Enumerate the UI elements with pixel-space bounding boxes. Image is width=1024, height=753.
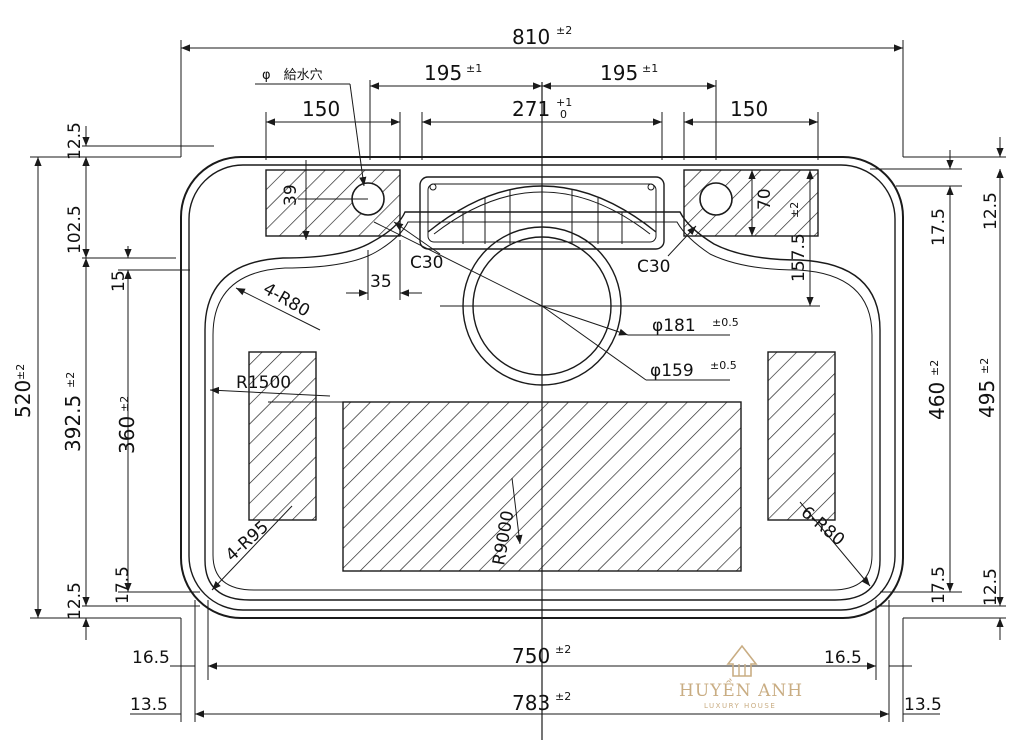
dim-left-bottom-step: 17.5 <box>113 566 133 604</box>
dim-left-total: 520 <box>11 380 35 418</box>
dim-left-step: 15 <box>109 270 129 292</box>
dim-right-top-lip: 12.5 <box>981 192 1001 230</box>
dim-basket-tol-plus: +1 <box>556 96 572 109</box>
dim-bottom-left-edge: 13.5 <box>130 695 168 715</box>
top-dimensions: 810 ±2 φ 給水穴 195 ±1 195 ±1 150 150 271 +… <box>180 24 904 187</box>
drain-outer-tol: ±0.5 <box>712 316 739 329</box>
dim-span-left-tol: ±1 <box>466 62 482 75</box>
side-radius: R1500 <box>236 373 291 393</box>
dim-bottom-right-edge: 13.5 <box>904 695 942 715</box>
dim-bottom-outer: 783 <box>512 691 550 715</box>
dim-left-bowl-tol: ±2 <box>64 372 77 388</box>
left-dimensions: 520 ±2 12.5 102.5 15 392.5 ±2 360 ±2 17.… <box>11 122 214 640</box>
dim-right-pad: 150 <box>730 97 768 121</box>
left-rib <box>248 351 317 521</box>
dim-span-right: 195 <box>600 61 638 85</box>
chamfer-left: C30 <box>410 253 444 273</box>
dim-overall-width: 810 <box>512 25 550 49</box>
watermark-tagline: LUXURY HOUSE <box>704 702 776 710</box>
dim-pad-height-right: 70 <box>755 188 775 210</box>
dim-offset: 35 <box>370 272 392 292</box>
dim-bottom-left-gap: 16.5 <box>132 648 170 668</box>
dim-right-inner: 460 <box>925 382 949 420</box>
right-dimensions: 12.5 17.5 460 ±2 495 ±2 17.5 12.5 <box>870 137 1006 640</box>
drain-callouts: φ181 ±0.5 φ159 ±0.5 <box>373 221 739 381</box>
dim-right-bottom-step: 17.5 <box>929 566 949 604</box>
watermark-name: HUYỀN ANH <box>679 679 803 701</box>
bowl-inner-outline <box>212 221 873 591</box>
dim-basket-width: 271 <box>512 97 550 121</box>
dim-right-top-step: 17.5 <box>929 208 949 246</box>
drain-inner-dia: φ159 <box>650 361 694 381</box>
dim-left-pad: 150 <box>302 97 340 121</box>
drain-outer-dia: φ181 <box>652 316 696 336</box>
dim-drain-center-tol: ±2 <box>788 202 801 218</box>
dim-left-bowl-inner-tol: ±2 <box>118 396 131 412</box>
drain-inner-tol: ±0.5 <box>710 359 737 372</box>
dim-right-outer: 495 <box>975 380 999 418</box>
corner-r-top: 4-R80 <box>260 279 314 322</box>
dim-span-right-tol: ±1 <box>642 62 658 75</box>
dim-span-left: 195 <box>424 61 462 85</box>
right-faucet-hole <box>699 182 733 216</box>
dim-bottom-inner: 750 <box>512 644 550 668</box>
dim-right-outer-tol: ±2 <box>978 358 991 374</box>
faucet-hole-label: φ 給水穴 <box>262 68 323 83</box>
house-logo-icon <box>726 644 758 677</box>
dim-basket-tol-minus: 0 <box>560 108 567 121</box>
dim-left-top-lip: 12.5 <box>65 122 85 160</box>
corner-r-bottom-left: 4-R95 <box>222 517 273 566</box>
watermark-logo: HUYỀN ANH LUXURY HOUSE <box>679 644 803 710</box>
dim-left-bowl: 392.5 <box>61 395 85 452</box>
dim-left-bottom-lip: 12.5 <box>65 582 85 620</box>
dim-pad-height-left: 39 <box>281 184 301 206</box>
pad-dimensions: 39 70 157.5 ±2 35 C30 C30 <box>281 160 814 306</box>
dim-bottom-inner-tol: ±2 <box>555 643 571 656</box>
right-rib <box>767 351 836 521</box>
dim-right-bottom-lip: 12.5 <box>981 568 1001 606</box>
dim-left-deck: 102.5 <box>65 205 85 254</box>
dim-bottom-outer-tol: ±2 <box>555 690 571 703</box>
dim-left-total-tol: ±2 <box>14 364 27 380</box>
bowl-outline <box>204 211 881 601</box>
dim-drain-center: 157.5 <box>789 233 809 282</box>
dim-bottom-right-gap: 16.5 <box>824 648 862 668</box>
bottom-dimensions: 750 ±2 16.5 16.5 783 ±2 13.5 13.5 <box>130 600 942 722</box>
dim-overall-width-tol: ±2 <box>556 24 572 37</box>
dim-right-inner-tol: ±2 <box>928 360 941 376</box>
dim-left-bowl-inner: 360 <box>115 416 139 454</box>
chamfer-right: C30 <box>637 257 671 277</box>
